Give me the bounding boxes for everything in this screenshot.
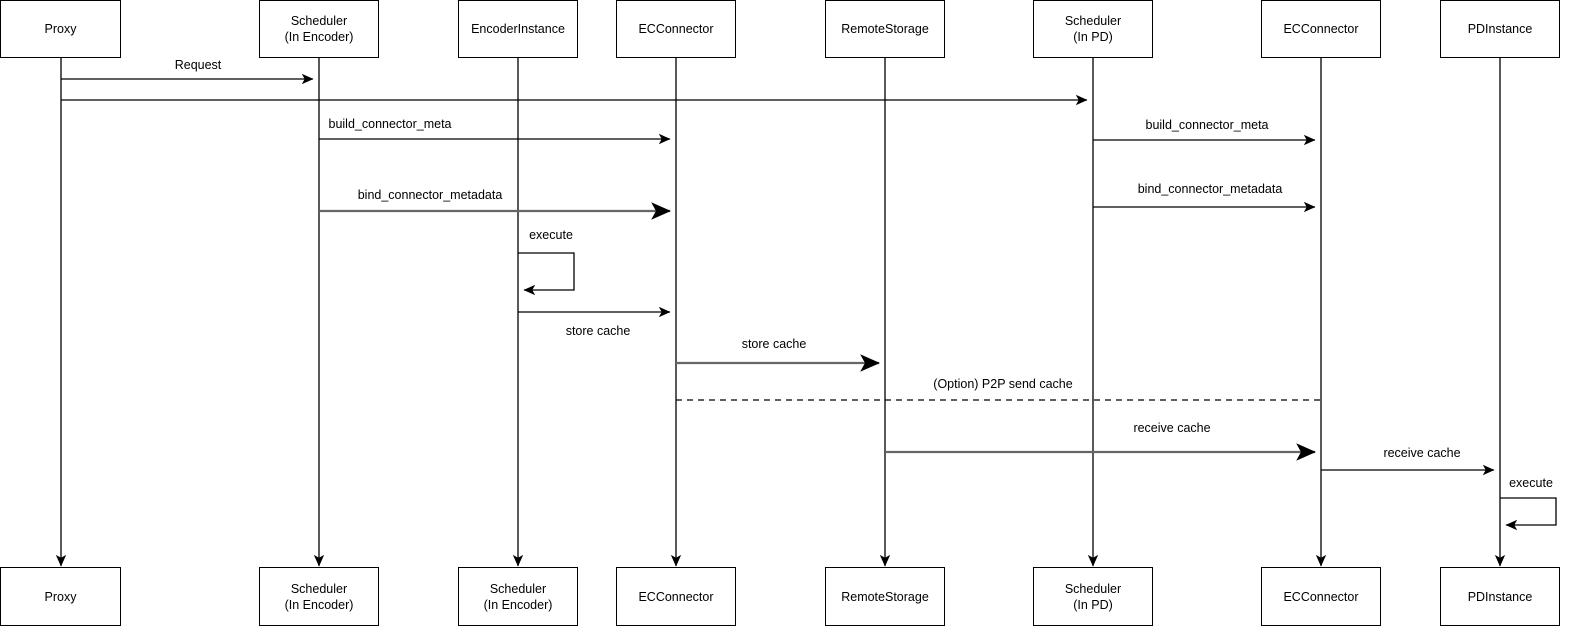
participant-footer-pd-inst: PDInstance — [1440, 567, 1560, 626]
lifelines-layer — [55, 58, 1506, 567]
participant-header-sched-pd: Scheduler (In PD) — [1033, 0, 1153, 58]
participant-footer-label-line1: ECConnector — [638, 589, 714, 604]
participant-header-label-line1: Scheduler — [1064, 14, 1122, 28]
message-label-m5: bind_connector_metadata — [357, 188, 503, 202]
participant-footer-label-line1: Scheduler — [1064, 581, 1122, 596]
participant-footer-label-line1: ECConnector — [1283, 589, 1359, 604]
participant-footer-label-line2: (In Encoder) — [284, 597, 354, 612]
message-label-m7: execute — [529, 228, 573, 242]
participant-footer-sched-enc: Scheduler(In Encoder) — [259, 567, 379, 626]
message-label-m12: receive cache — [1383, 446, 1461, 460]
participant-header-label-line1: Scheduler — [290, 14, 348, 28]
message-selfloop-m7 — [518, 252, 575, 296]
participant-footer-label-line1: Scheduler — [290, 581, 348, 596]
participant-header-sched-enc: Scheduler (In Encoder) — [259, 0, 379, 58]
participant-header-ecconn-enc: ECConnector — [616, 0, 736, 58]
participant-header-pd-inst: PDInstance — [1440, 0, 1560, 58]
participant-footer-encoder-inst: Scheduler(In Encoder) — [458, 567, 578, 626]
participant-header-label-line2: (In PD) — [1073, 30, 1113, 44]
message-label-m8: store cache — [565, 324, 631, 338]
participant-footer-label-line1: Scheduler — [489, 581, 547, 596]
participant-footer-label-line1: PDInstance — [1467, 589, 1533, 604]
participant-footer-proxy: Proxy — [0, 567, 121, 626]
participant-header-label-line1: ECConnector — [1283, 22, 1359, 36]
message-label-m10: (Option) P2P send cache — [933, 377, 1073, 391]
participant-footer-remote: RemoteStorage — [825, 567, 945, 626]
participant-header-label-line1: Proxy — [44, 22, 77, 36]
participant-header-remote: RemoteStorage — [825, 0, 945, 58]
participant-footer-ecconn-enc: ECConnector — [616, 567, 736, 626]
participant-footer-label-line2: (In Encoder) — [483, 597, 553, 612]
participant-header-label-line1: ECConnector — [638, 22, 714, 36]
message-label-m4: build_connector_meta — [1145, 118, 1269, 132]
message-label-m13: execute — [1509, 476, 1553, 490]
participant-header-label-line1: PDInstance — [1467, 22, 1533, 36]
participant-footer-sched-pd: Scheduler(In PD) — [1033, 567, 1153, 626]
message-label-m3: build_connector_meta — [328, 117, 452, 131]
participant-header-label-line1: RemoteStorage — [841, 22, 929, 36]
participant-header-label-line1: EncoderInstance — [471, 22, 565, 36]
message-label-m11: receive cache — [1133, 421, 1211, 435]
participant-header-label-line2: (In Encoder) — [284, 30, 354, 44]
messages-layer — [61, 73, 1557, 531]
participant-header-encoder-inst: EncoderInstance — [458, 0, 578, 58]
participant-footer-label-line2: (In PD) — [1073, 597, 1113, 612]
participant-footer-ecconn-pd: ECConnector — [1261, 567, 1381, 626]
participant-footer-label-line1: Proxy — [44, 589, 77, 604]
participant-header-proxy: Proxy — [0, 0, 121, 58]
message-label-m6: bind_connector_metadata — [1137, 182, 1283, 196]
participant-footer-label-line1: RemoteStorage — [841, 589, 929, 604]
message-label-m1: Request — [174, 58, 222, 72]
message-selfloop-m13 — [1500, 497, 1557, 531]
message-label-m9: store cache — [741, 337, 807, 351]
participant-header-ecconn-pd: ECConnector — [1261, 0, 1381, 58]
